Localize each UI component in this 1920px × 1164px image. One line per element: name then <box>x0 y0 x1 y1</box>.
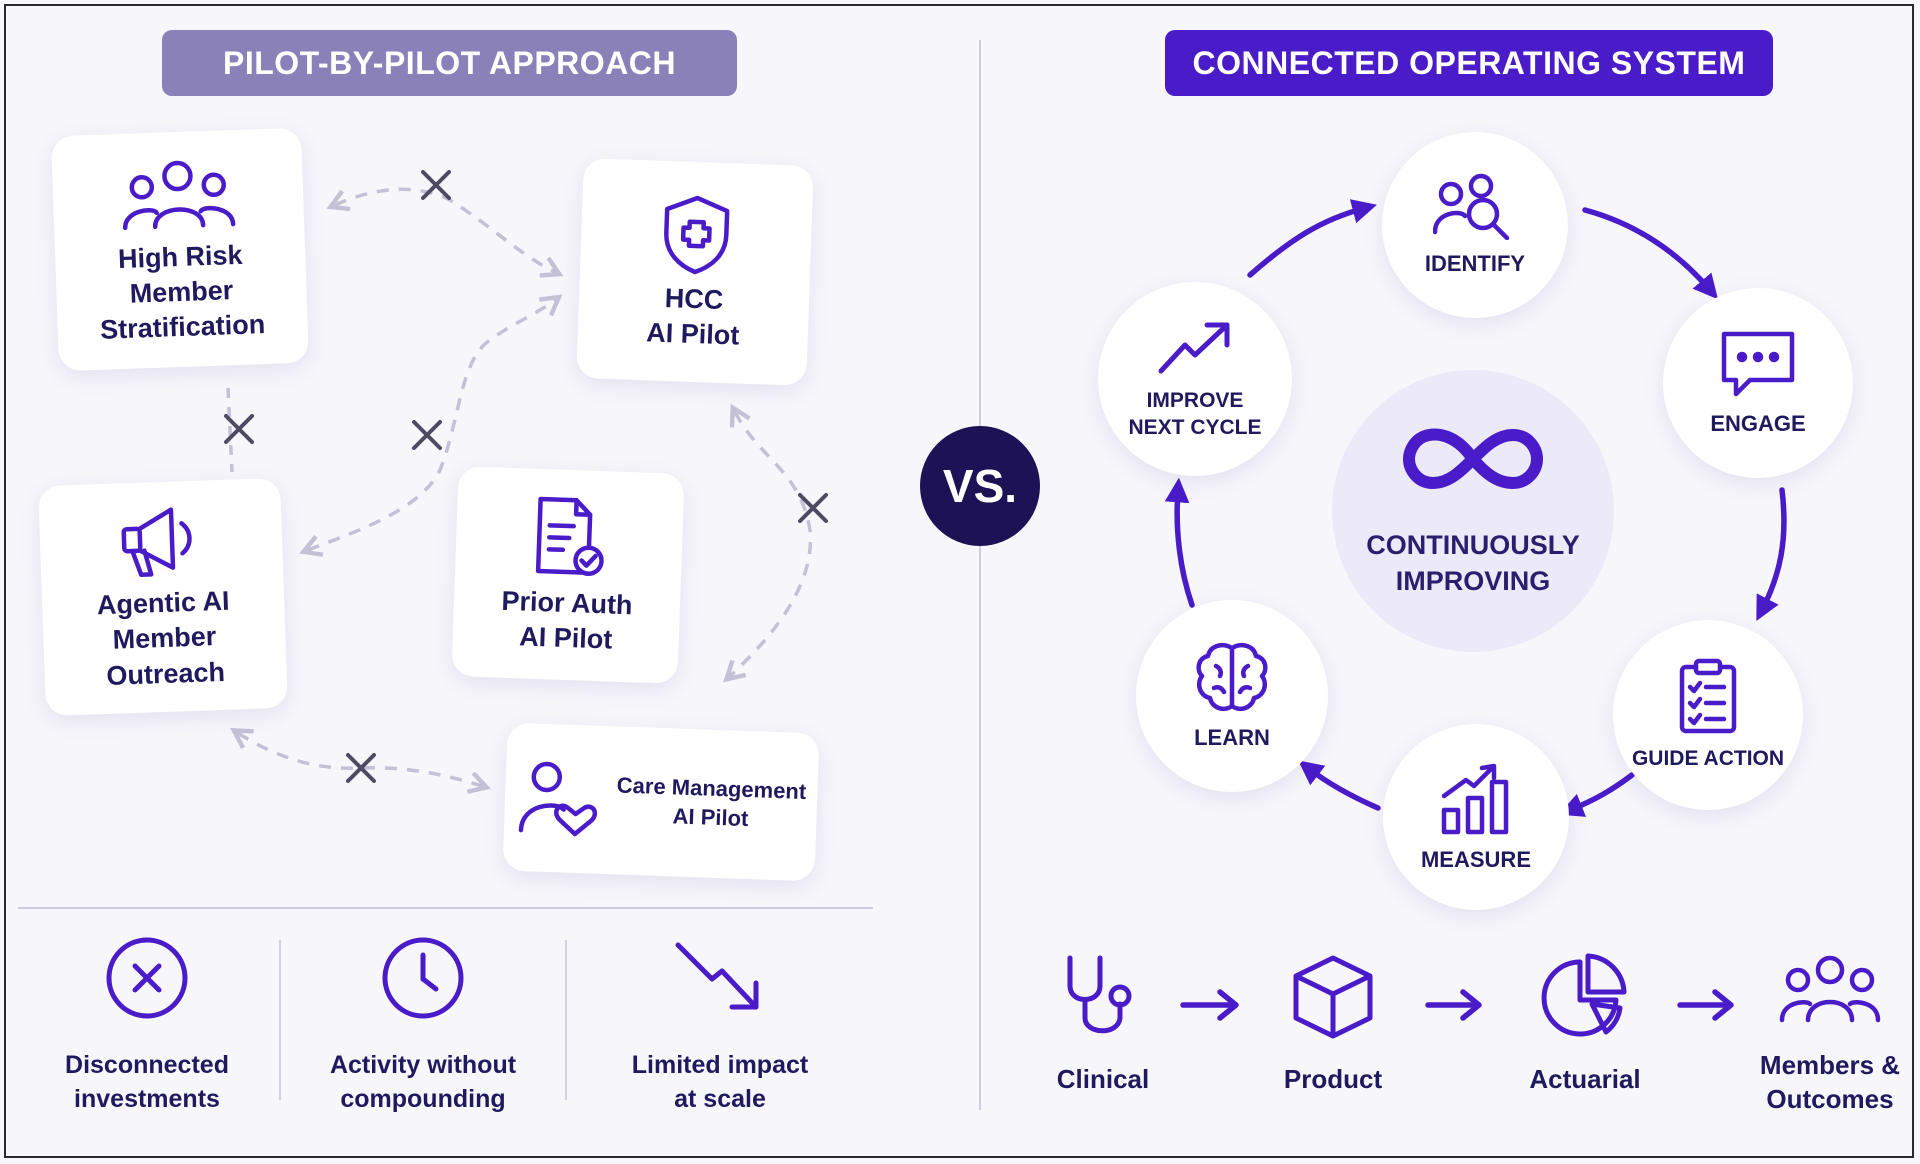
card-care-management-ai-pilot: Care Management AI Pilot <box>502 722 820 882</box>
bottom-label: Limited impact at scale <box>631 1050 809 1113</box>
document-check-icon <box>528 493 611 582</box>
pie-chart-icon <box>1540 952 1630 1051</box>
hub-label: CONTINUOUSLY IMPROVING <box>1366 530 1580 596</box>
versus-badge: VS. <box>920 426 1040 546</box>
bottom-separator-1 <box>279 940 281 1100</box>
connected-system-header: CONNECTED OPERATING SYSTEM <box>1165 30 1773 96</box>
brain-icon <box>1192 640 1272 714</box>
megaphone-icon <box>117 501 206 582</box>
bar-chart-up-icon <box>1438 760 1514 836</box>
card-label: High Risk Member Stratification <box>99 239 266 345</box>
flow-actuarial: Actuarial <box>1520 952 1650 1097</box>
flow-members-outcomes: Members & Outcomes <box>1755 952 1905 1116</box>
trend-down-icon <box>670 935 770 1031</box>
card-agentic-ai-outreach: Agentic AI Member Outreach <box>38 477 288 717</box>
cycle-label: GUIDE ACTION <box>1631 747 1785 771</box>
center-divider <box>979 40 981 1110</box>
disconnected-investments: Disconnected investments <box>52 935 242 1116</box>
people-icon <box>1778 952 1882 1037</box>
image-frame <box>4 4 1914 1158</box>
cycle-label: LEARN <box>1194 724 1270 750</box>
flow-label: Members & Outcomes <box>1759 1049 1901 1114</box>
cycle-learn: LEARN <box>1136 600 1328 792</box>
chat-bubble-icon <box>1718 328 1798 400</box>
infinity-icon <box>1402 423 1544 504</box>
bottom-label: Disconnected investments <box>65 1050 229 1113</box>
bottom-label: Activity without compounding <box>329 1050 517 1113</box>
person-heart-icon <box>515 756 600 841</box>
flow-product: Product <box>1268 952 1398 1097</box>
card-label: HCC AI Pilot <box>645 282 740 351</box>
flow-label: Product <box>1283 1063 1383 1094</box>
trend-up-icon <box>1155 317 1235 377</box>
card-prior-auth-ai-pilot: Prior Auth AI Pilot <box>451 466 685 684</box>
cycle-label: IMPROVE NEXT CYCLE <box>1128 388 1262 439</box>
cycle-engage: ENGAGE <box>1663 288 1853 478</box>
cycle-guide-action: GUIDE ACTION <box>1613 620 1803 810</box>
people-group-icon <box>117 152 240 236</box>
limited-impact-at-scale: Limited impact at scale <box>620 935 820 1116</box>
activity-without-compounding: Activity without compounding <box>318 935 528 1116</box>
card-label: Care Management AI Pilot <box>616 772 807 832</box>
left-bottom-divider <box>18 907 873 909</box>
card-label: Agentic AI Member Outreach <box>96 586 230 691</box>
cycle-label: IDENTIFY <box>1424 250 1526 276</box>
flow-label: Clinical <box>1056 1063 1150 1094</box>
card-hcc-ai-pilot: HCC AI Pilot <box>576 158 814 386</box>
clock-icon <box>380 935 466 1031</box>
people-search-icon <box>1433 172 1517 240</box>
continuously-improving-hub: CONTINUOUSLY IMPROVING <box>1332 370 1614 652</box>
flow-label: Actuarial <box>1529 1063 1641 1094</box>
cycle-label: ENGAGE <box>1710 410 1806 436</box>
pilot-approach-header: PILOT-BY-PILOT APPROACH <box>162 30 737 96</box>
cycle-improve-next-cycle: IMPROVE NEXT CYCLE <box>1098 282 1292 476</box>
flow-clinical: Clinical <box>1038 952 1168 1097</box>
cycle-measure: MEASURE <box>1383 724 1569 910</box>
cycle-identify: IDENTIFY <box>1382 132 1568 318</box>
cube-icon <box>1288 952 1378 1051</box>
shield-plus-icon <box>655 191 738 278</box>
bottom-separator-2 <box>565 940 567 1100</box>
clipboard-checklist-icon <box>1676 657 1740 735</box>
card-high-risk-stratification: High Risk Member Stratification <box>50 127 310 372</box>
cycle-label: MEASURE <box>1420 846 1531 872</box>
x-circle-icon <box>104 935 190 1031</box>
stethoscope-icon <box>1058 952 1148 1051</box>
card-label: Prior Auth AI Pilot <box>501 585 634 655</box>
